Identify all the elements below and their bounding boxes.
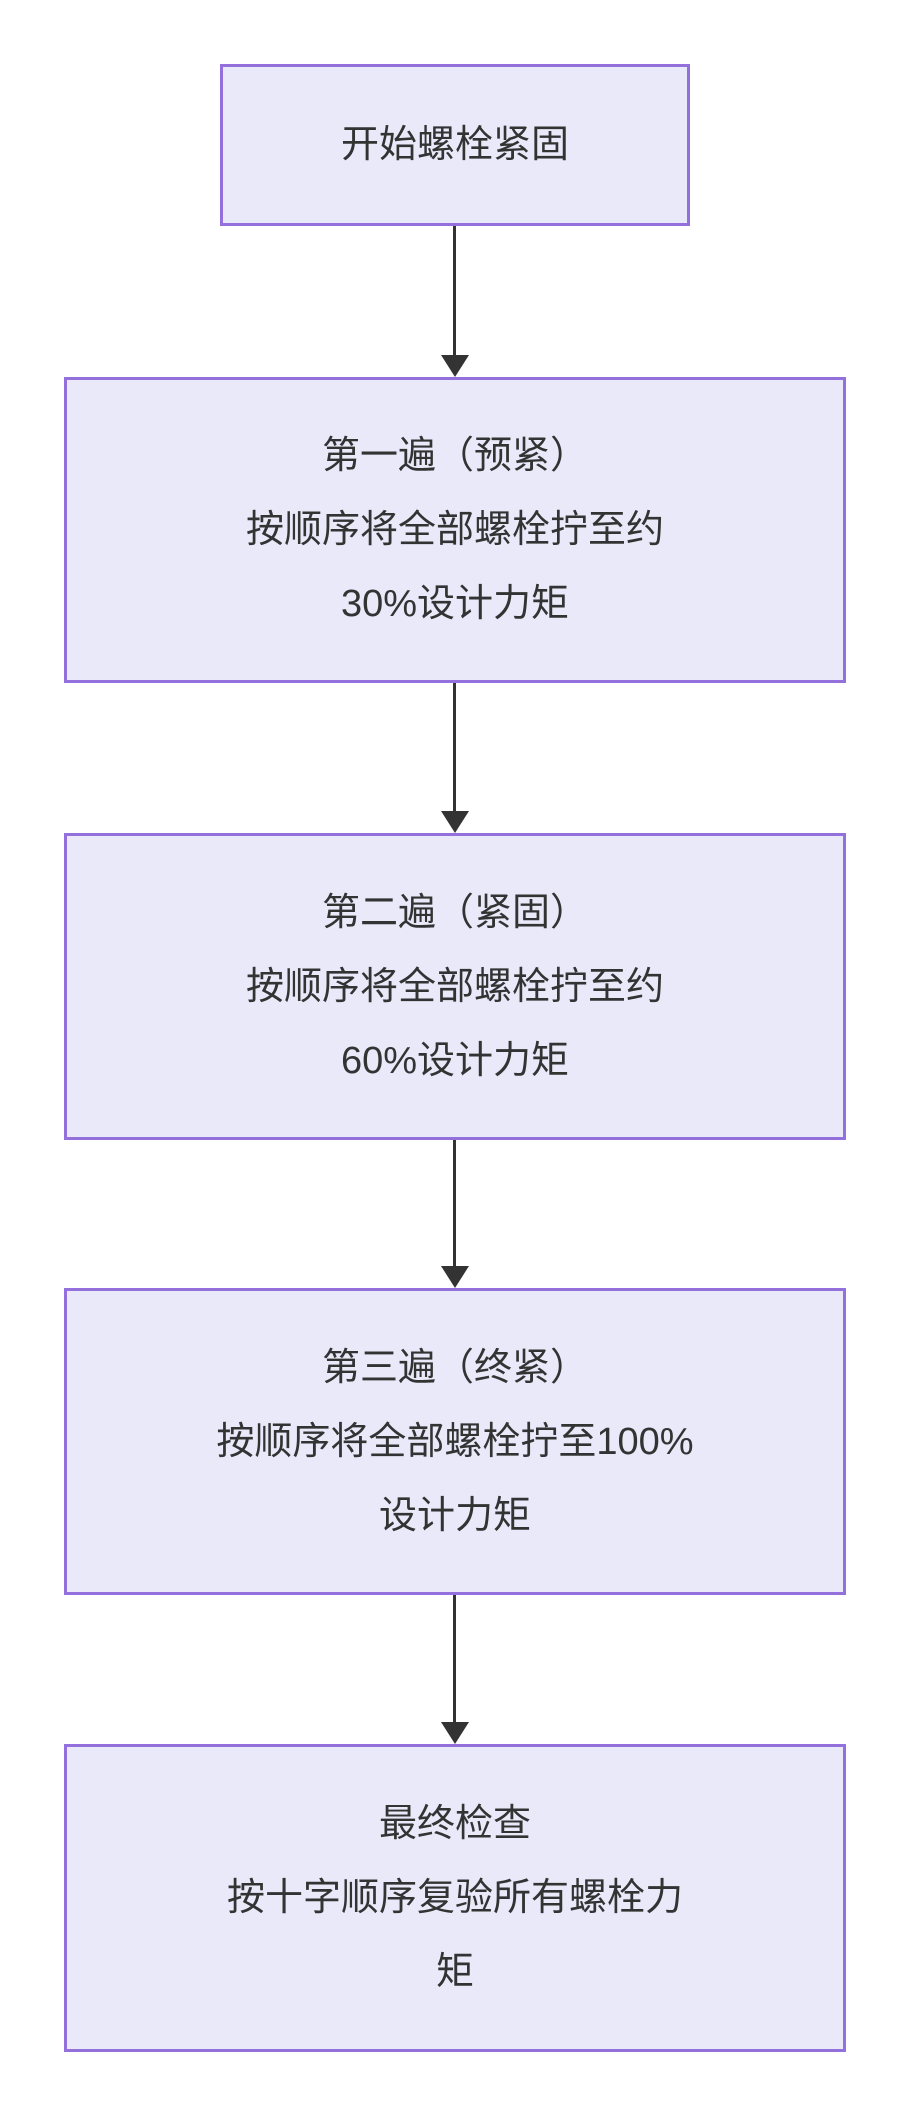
arrow-down-icon xyxy=(441,355,469,377)
node-text-line: 按顺序将全部螺栓拧至约 xyxy=(245,509,664,551)
flow-node-pass-1: 第一遍（预紧） 按顺序将全部螺栓拧至约 30%设计力矩 xyxy=(64,377,846,683)
flow-node-pass-3: 第三遍（终紧） 按顺序将全部螺栓拧至100% 设计力矩 xyxy=(64,1288,846,1595)
node-text-line: 设计力矩 xyxy=(378,1494,531,1537)
node-text-line: 60%设计力矩 xyxy=(340,1039,570,1082)
node-text-line: 30%设计力矩 xyxy=(340,583,570,625)
node-text-line: 开始螺栓紧固 xyxy=(340,124,569,166)
node-text-line: 按顺序将全部螺栓拧至100% xyxy=(216,1420,694,1463)
node-text-line: 第一遍（预紧） xyxy=(321,435,588,477)
arrow-line-3 xyxy=(453,1140,456,1268)
node-text-line: 按十字顺序复验所有螺栓力 xyxy=(226,1877,683,1919)
node-text-line: 最终检查 xyxy=(378,1803,531,1845)
node-text-line: 矩 xyxy=(435,1951,474,1993)
flow-node-pass-2: 第二遍（紧固） 按顺序将全部螺栓拧至约 60%设计力矩 xyxy=(64,833,846,1140)
arrow-down-icon xyxy=(441,1722,469,1744)
arrow-line-2 xyxy=(453,683,456,813)
arrow-line-1 xyxy=(453,226,456,357)
flow-node-final-check: 最终检查 按十字顺序复验所有螺栓力 矩 xyxy=(64,1744,846,2052)
node-text-line: 第三遍（终紧） xyxy=(321,1346,588,1389)
node-text-line: 按顺序将全部螺栓拧至约 xyxy=(245,965,664,1008)
arrow-down-icon xyxy=(441,1266,469,1288)
flow-node-start: 开始螺栓紧固 xyxy=(220,64,690,226)
node-text-line: 第二遍（紧固） xyxy=(321,891,588,934)
arrow-down-icon xyxy=(441,811,469,833)
arrow-line-4 xyxy=(453,1595,456,1724)
